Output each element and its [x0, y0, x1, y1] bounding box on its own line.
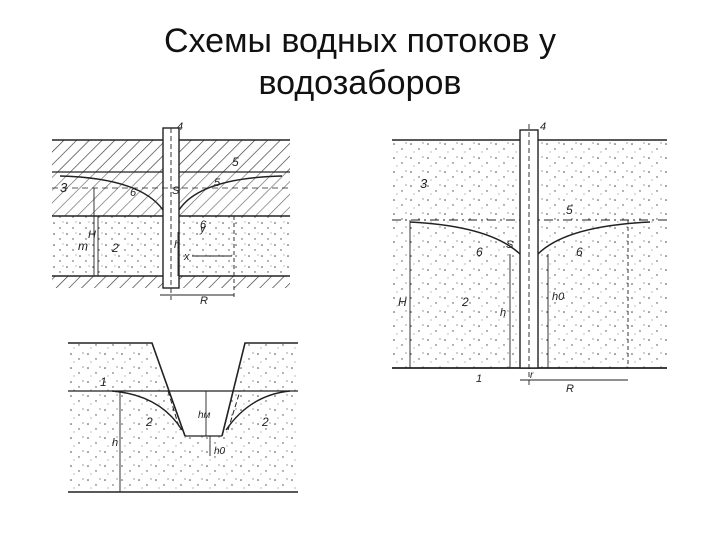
ground-mass	[68, 343, 298, 492]
label-S: S	[506, 239, 514, 251]
diagram-right	[392, 124, 667, 386]
diagram-bottom-left-labels: 1 2 2 h hм h0	[100, 375, 269, 457]
label-2: 2	[111, 241, 119, 255]
label-3: 3	[60, 180, 68, 195]
label-h: h	[174, 239, 180, 251]
diagram-top-left	[52, 127, 290, 300]
label-R: R	[200, 295, 208, 307]
label-S: S	[172, 185, 180, 197]
label-2-right: 2	[261, 415, 269, 429]
label-2-left: 2	[145, 415, 153, 429]
label-5: 5	[232, 155, 239, 169]
label-H: H	[88, 229, 96, 241]
label-6-left: 6	[476, 245, 483, 259]
label-r: r	[530, 370, 534, 381]
label-5-right: 5	[214, 177, 221, 189]
title-line-1: Схемы водных потоков у	[163, 22, 557, 60]
label-1: 1	[476, 373, 482, 385]
diagram-top-left-labels: 4 5 3 6 5 6 S m H 2 y h x R	[60, 121, 239, 307]
label-4: 4	[177, 121, 183, 133]
label-5: 5	[566, 203, 573, 217]
label-x: x	[183, 251, 190, 263]
label-h0: h0	[552, 291, 565, 303]
label-h: h	[112, 437, 118, 449]
title-line-2: водозаборов	[258, 64, 462, 102]
label-6-left: 6	[130, 187, 137, 199]
label-1: 1	[100, 375, 107, 389]
label-h0: h0	[214, 446, 226, 457]
label-2: 2	[461, 295, 469, 309]
label-y: y	[199, 223, 207, 235]
label-3: 3	[420, 176, 428, 191]
label-hm: hм	[198, 410, 211, 421]
diagram-right-labels: 4 3 5 6 6 S H 2 h h0 1 r R	[398, 121, 583, 395]
diagram-bottom-left	[68, 342, 298, 493]
label-6-right: 6	[576, 245, 583, 259]
label-H: H	[398, 295, 407, 309]
slide-title: Схемы водных потоков у водозаборов	[0, 20, 720, 104]
label-m: m	[78, 239, 88, 253]
label-6-right: 6	[200, 219, 207, 231]
label-R: R	[566, 383, 574, 395]
label-h: h	[500, 307, 506, 319]
label-4: 4	[540, 121, 546, 133]
